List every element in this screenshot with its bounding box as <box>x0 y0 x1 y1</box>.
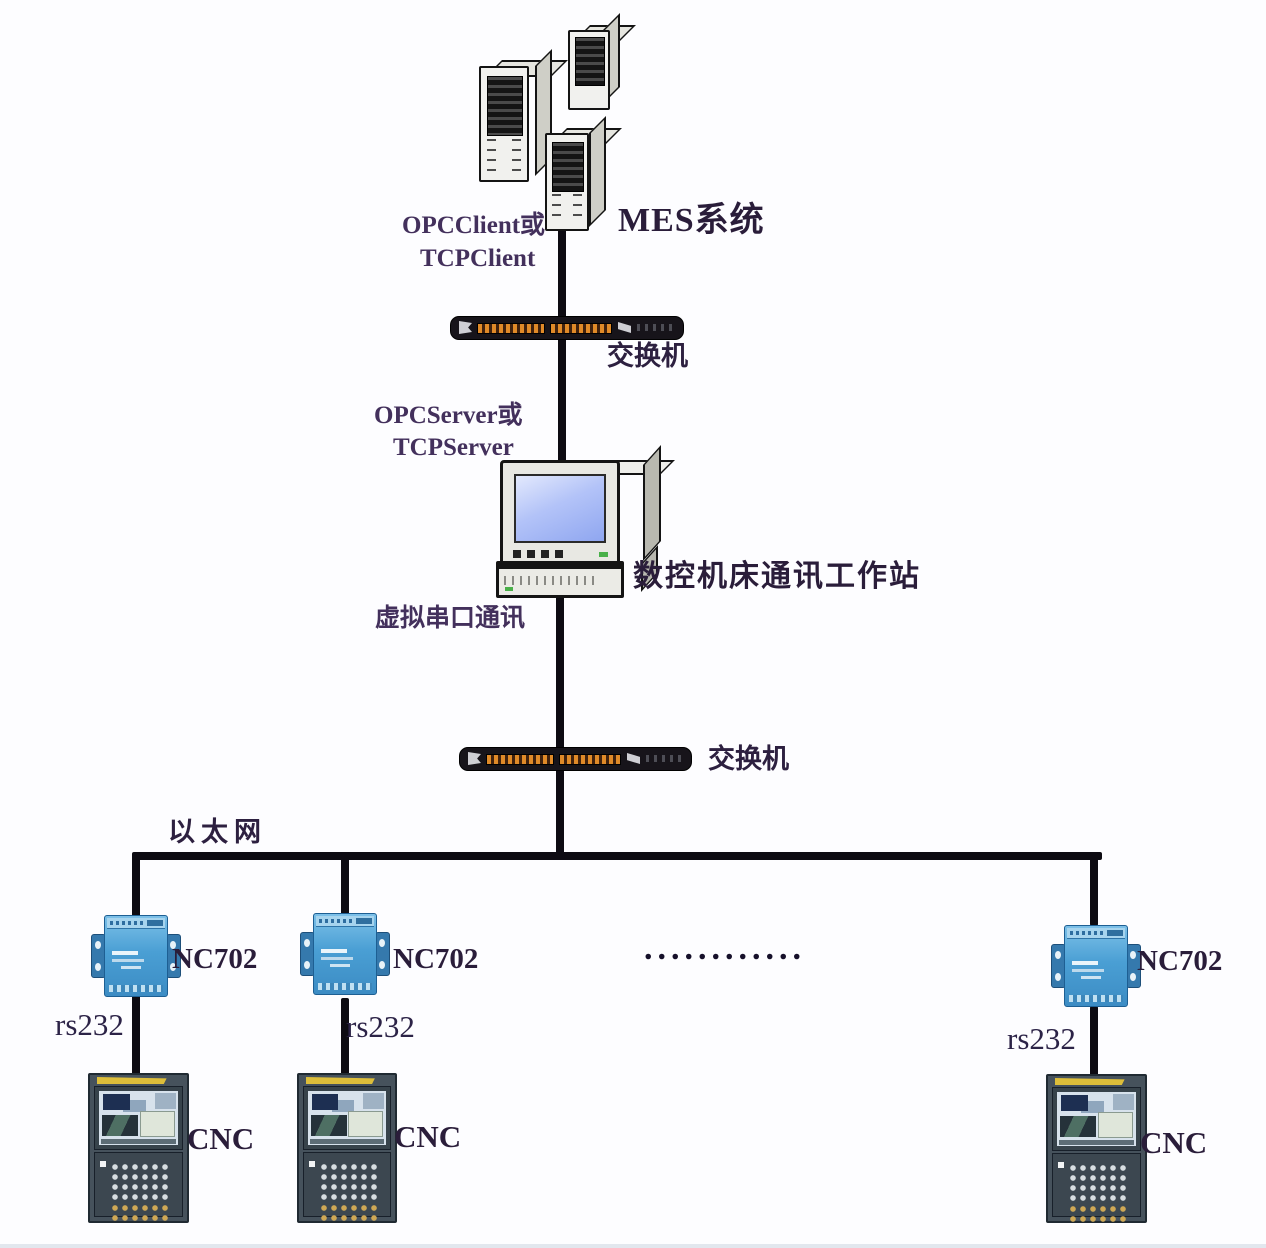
server-protocol-line1: OPCServer或 <box>374 402 523 429</box>
branch3-drop-line <box>1090 852 1098 926</box>
branch2-drop-line <box>341 852 349 916</box>
link-switch-to-workstation <box>558 334 566 462</box>
ethernet-bus-line <box>134 852 1102 860</box>
server-tower-large-icon <box>479 49 568 182</box>
rs232-label-right: rs232 <box>1007 1021 1076 1056</box>
nc702-device-icon-right <box>1051 925 1141 1007</box>
virtual-serial-label: 虚拟串口通讯 <box>375 605 526 632</box>
page-bottom-edge <box>0 1244 1266 1248</box>
client-label-line2: TCPClient <box>420 245 536 272</box>
link-switch-to-bus <box>556 764 564 856</box>
nc702-label-middle: NC702 <box>393 943 479 975</box>
workstation-label: 数控机床通讯工作站 <box>633 560 921 593</box>
branch1-drop-line <box>132 852 140 918</box>
ellipsis-dots: ............ <box>644 930 806 967</box>
rs232-label-left: rs232 <box>55 1007 124 1042</box>
link-servers-to-switch <box>558 226 566 322</box>
cnc-label-middle: CNC <box>394 1119 462 1154</box>
branch2-rs232-line <box>341 998 349 1076</box>
switch-top-label: 交换机 <box>607 341 688 371</box>
cnc-label-right: CNC <box>1140 1125 1208 1160</box>
switch-bottom-label: 交换机 <box>708 744 789 774</box>
nc702-device-icon-left <box>91 915 181 997</box>
rs232-label-middle: rs232 <box>346 1009 415 1044</box>
nc702-device-icon-middle <box>300 913 390 995</box>
branch1-rs232-line <box>132 993 140 1077</box>
server-tower-mid-icon <box>545 116 622 231</box>
switch-bottom-icon <box>459 747 692 771</box>
switch-top-icon <box>450 316 684 340</box>
ethernet-label: 以太网 <box>168 817 267 847</box>
mes-system-label: MES系统 <box>618 202 765 239</box>
nc702-label-right: NC702 <box>1137 945 1223 977</box>
branch3-rs232-line <box>1090 1006 1098 1078</box>
link-workstation-to-switch <box>556 590 564 752</box>
server-protocol-line2: TCPServer <box>393 434 514 461</box>
cnc-machine-icon-middle <box>297 1073 397 1223</box>
workstation-icon <box>496 445 675 598</box>
server-tower-small-icon <box>568 13 636 110</box>
cnc-machine-icon-right <box>1046 1074 1147 1223</box>
client-label-line1: OPCClient或 <box>402 212 546 239</box>
cnc-label-left: CNC <box>187 1121 255 1156</box>
nc702-label-left: NC702 <box>172 943 258 975</box>
cnc-machine-icon-left <box>88 1073 189 1223</box>
